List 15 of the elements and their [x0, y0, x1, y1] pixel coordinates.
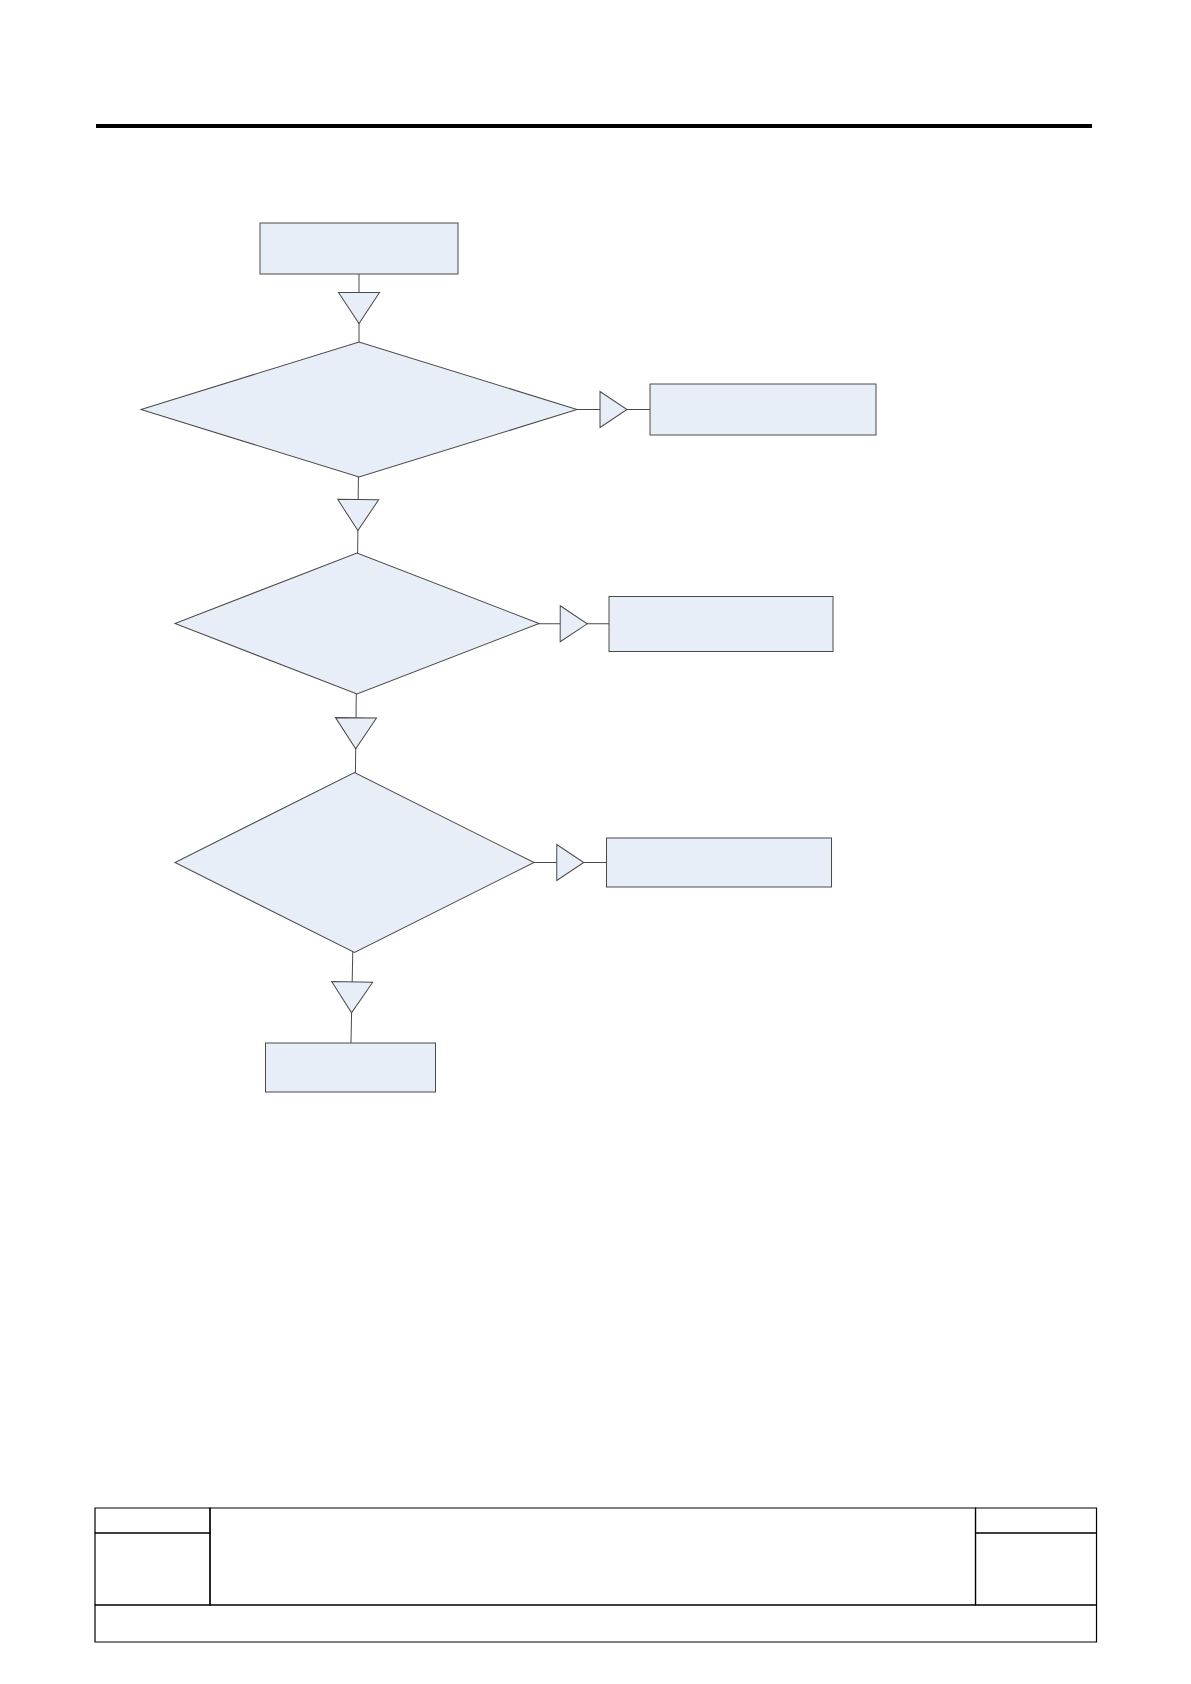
process-box: [608, 596, 834, 652]
decision-diamond: [174, 552, 540, 695]
arrow: [533, 844, 607, 881]
arrow: [338, 273, 380, 343]
arrow: [576, 391, 651, 428]
decision-diamond: [174, 772, 535, 953]
arrow: [337, 476, 380, 554]
arrow: [335, 693, 377, 774]
process-box: [649, 383, 877, 436]
decision-diamond: [140, 341, 578, 478]
process-box: [606, 837, 832, 888]
arrow: [537, 605, 610, 643]
process-box: [259, 222, 459, 275]
arrow: [331, 951, 374, 1044]
process-box: [265, 1042, 436, 1093]
